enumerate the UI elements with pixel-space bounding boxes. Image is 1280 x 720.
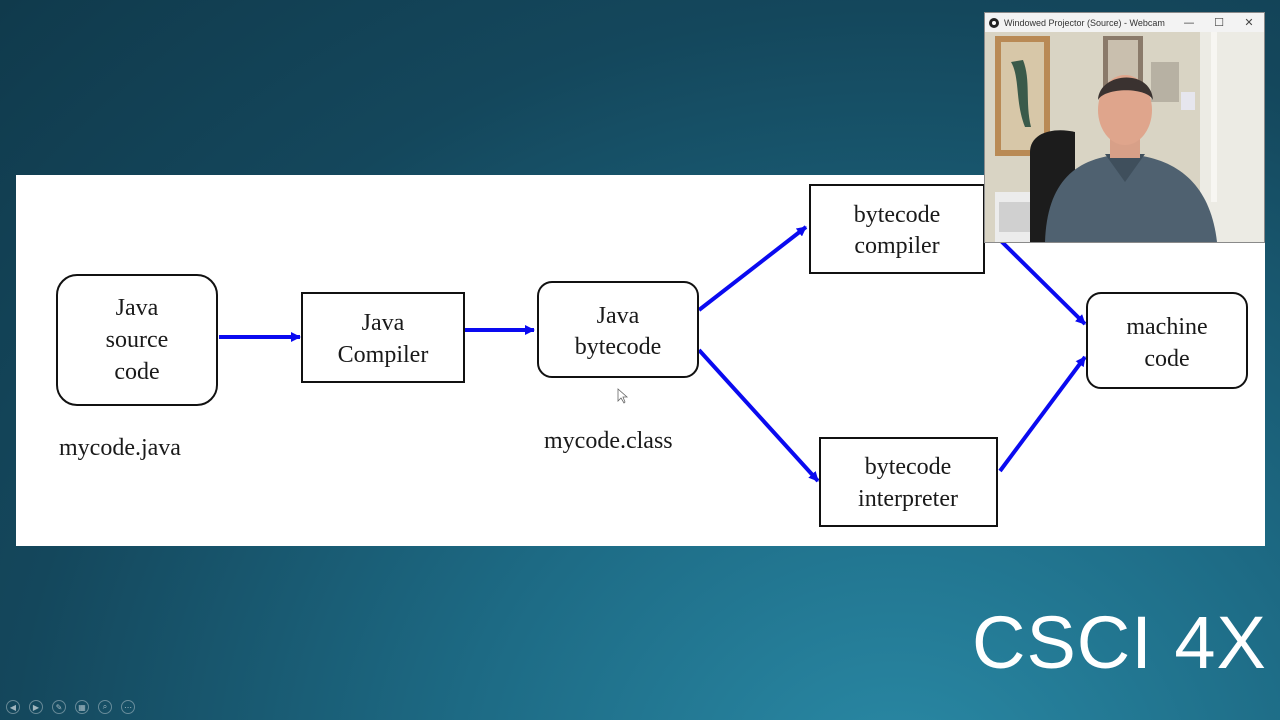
class-file-label: mycode.class: [544, 428, 673, 454]
node-java-source-line3: code: [114, 359, 159, 385]
node-bytecode-compiler-line2: compiler: [854, 233, 939, 259]
more-icon[interactable]: ⋯: [121, 700, 135, 714]
prev-icon[interactable]: ◀: [6, 700, 20, 714]
node-java-compiler-line2: Compiler: [338, 342, 429, 368]
webcam-window-title: Windowed Projector (Source) - Webcam: [1004, 17, 1165, 28]
node-bytecode-interpreter: bytecode interpreter: [819, 437, 998, 527]
arrow-bytecode-to-bcompiler: [697, 225, 808, 312]
node-java-bytecode-line2: bytecode: [575, 334, 662, 360]
node-bytecode-compiler-line1: bytecode: [854, 202, 941, 228]
webcam-window[interactable]: Windowed Projector (Source) - Webcam — ☐…: [984, 12, 1265, 243]
node-machine-code-line1: machine: [1126, 314, 1207, 340]
close-button[interactable]: ✕: [1244, 16, 1254, 29]
arrows: [219, 225, 1087, 483]
node-machine-code: machine code: [1086, 292, 1248, 389]
node-java-source-line2: source: [106, 327, 169, 353]
source-file-label: mycode.java: [59, 435, 181, 461]
maximize-button[interactable]: ☐: [1214, 16, 1224, 29]
node-java-source: Java source code: [56, 274, 218, 406]
node-java-bytecode-line1: Java: [597, 303, 640, 329]
node-java-source-line1: Java: [116, 295, 159, 321]
presenter-toolbar: ◀ ▶ ✎ ▦ ⌕ ⋯: [6, 699, 135, 715]
node-java-compiler-line1: Java: [362, 310, 405, 336]
webcam-feed: [985, 32, 1264, 242]
minimize-button[interactable]: —: [1183, 16, 1195, 29]
next-icon[interactable]: ▶: [29, 700, 43, 714]
webcam-titlebar[interactable]: Windowed Projector (Source) - Webcam — ☐…: [985, 13, 1264, 32]
cursor-icon: [617, 388, 629, 404]
node-machine-code-line2: code: [1144, 346, 1189, 372]
node-bytecode-interpreter-line1: bytecode: [865, 454, 952, 480]
node-bytecode-compiler: bytecode compiler: [809, 184, 985, 274]
flow-diagram: Java source code Java Compiler Java byte…: [56, 184, 1248, 527]
arrow-bytecode-to-interpreter: [697, 348, 820, 483]
node-java-compiler: Java Compiler: [301, 292, 465, 383]
zoom-icon[interactable]: ⌕: [98, 700, 112, 714]
arrow-bcompiler-to-machine: [999, 239, 1087, 326]
obs-app-icon: [989, 17, 999, 28]
node-java-bytecode: Java bytecode: [537, 281, 699, 378]
slides-icon[interactable]: ▦: [75, 700, 89, 714]
pen-icon[interactable]: ✎: [52, 700, 66, 714]
arrow-interpreter-to-machine: [998, 355, 1087, 473]
node-bytecode-interpreter-line2: interpreter: [858, 486, 958, 512]
course-title: CSCI 4X: [972, 601, 1267, 684]
